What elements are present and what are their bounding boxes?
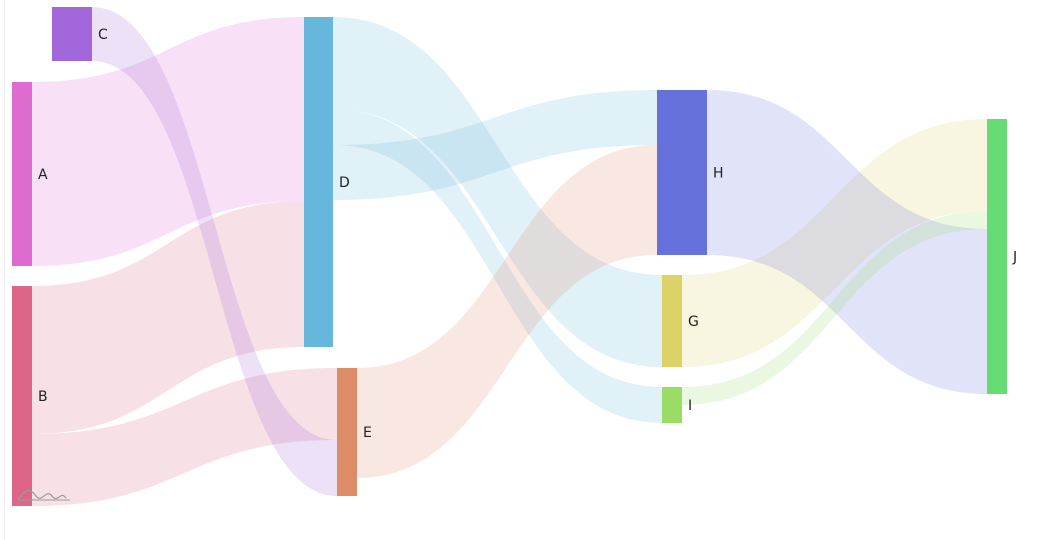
link-d-g[interactable] <box>333 17 662 367</box>
node-g[interactable] <box>662 275 682 367</box>
link-d-i[interactable] <box>333 109 662 423</box>
node-a[interactable] <box>12 82 32 266</box>
node-label-d: D <box>339 175 350 191</box>
node-label-b: B <box>38 389 48 405</box>
left-border <box>4 0 5 540</box>
node-label-i: I <box>688 398 692 414</box>
link-h-j[interactable] <box>707 90 987 394</box>
node-label-a: A <box>38 167 48 183</box>
node-c[interactable] <box>52 7 92 61</box>
node-label-e: E <box>363 425 372 441</box>
chart-logo-icon <box>17 489 70 501</box>
node-j[interactable] <box>987 119 1007 394</box>
node-b[interactable] <box>12 286 32 506</box>
node-i[interactable] <box>662 387 682 423</box>
node-label-j: J <box>1012 250 1017 266</box>
nodes-layer <box>12 7 1007 506</box>
node-h[interactable] <box>657 90 707 255</box>
link-a-d[interactable] <box>32 17 304 266</box>
link-g-j[interactable] <box>682 119 987 367</box>
link-b-d[interactable] <box>32 201 304 434</box>
link-d-h[interactable] <box>333 90 657 200</box>
node-d[interactable] <box>304 17 333 347</box>
node-e[interactable] <box>337 368 357 496</box>
node-label-c: C <box>98 27 108 43</box>
link-c-e[interactable] <box>92 7 337 496</box>
link-e-h[interactable] <box>357 145 657 478</box>
link-i-j[interactable] <box>682 211 987 405</box>
link-b-e[interactable] <box>32 368 337 506</box>
node-label-h: H <box>713 166 724 182</box>
links-layer <box>32 7 987 506</box>
node-label-g: G <box>688 314 699 330</box>
labels-layer: A B C D E H G I J <box>38 27 1017 441</box>
